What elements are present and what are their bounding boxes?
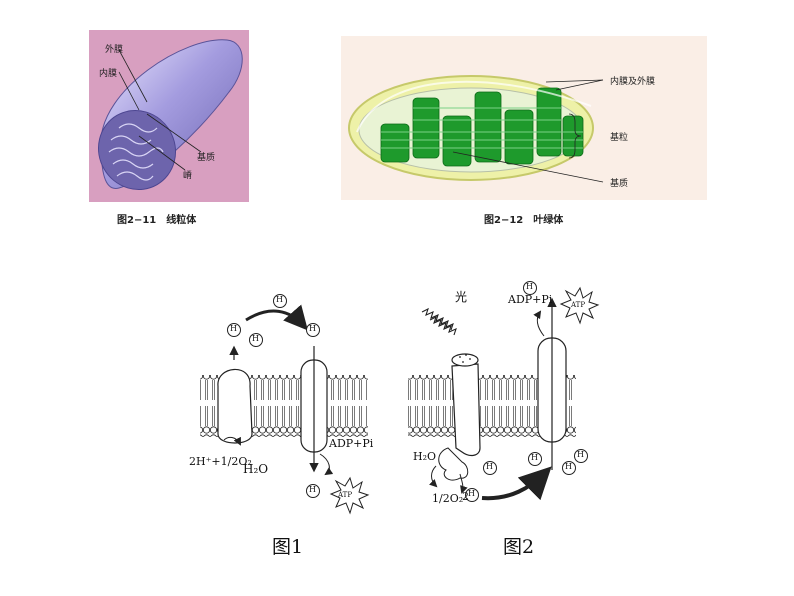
fig2-two: 2: [462, 490, 469, 503]
stroma-label: 基质: [610, 179, 629, 189]
mitochondrion-caption: 图2−11 线粒体: [117, 211, 206, 226]
fig2-h-plus: H: [565, 462, 572, 471]
fig2-atp: ATP: [571, 301, 586, 309]
chloroplast-illustration: [348, 75, 604, 183]
fig1-water: H₂O: [243, 462, 269, 476]
inner-membrane-label: 内膜: [99, 69, 118, 79]
fig2-water: H₂O: [413, 450, 437, 463]
grana-label: 基粒: [610, 133, 629, 143]
mitochondrion-panel: 外膜 内膜 基质 嵴: [89, 30, 249, 202]
mitochondrion-illustration: [97, 39, 243, 191]
fig1-atp: ATP: [338, 491, 353, 499]
fig2-title: 图2: [503, 536, 535, 558]
chloroplast-caption: 图2−12 叶绿体: [484, 211, 573, 226]
fig2-h-plus: H: [526, 282, 533, 291]
fig1-proton-pump: [217, 368, 253, 444]
caption-number: 图2−11: [117, 215, 157, 226]
fig1-equation: 2H⁺+1/2O₂: [189, 455, 252, 468]
caption-text: 叶绿体: [533, 215, 564, 226]
membranes-label: 内膜及外膜: [610, 77, 656, 87]
cristae-label: 嵴: [183, 171, 193, 181]
outer-membrane-label: 外膜: [105, 45, 124, 55]
chloroplast-panel: 内膜及外膜 基粒 基质: [341, 36, 707, 200]
caption-number: 图2−12: [484, 215, 524, 226]
fig2-oxygen: 1/2O₂: [432, 492, 464, 505]
fig2-adp: ADP+Pi: [508, 293, 553, 306]
fig2-light: 光: [455, 290, 468, 304]
matrix-label: 基质: [197, 153, 216, 163]
fig1-adp: ADP+Pi: [329, 437, 374, 450]
fig2-photosystem: [451, 363, 481, 457]
fig1-h-plus: H: [309, 485, 316, 494]
fig1-h-plus: H: [276, 295, 283, 304]
fig1-h-plus: H: [252, 334, 259, 343]
fig2-h-plus: H: [486, 462, 493, 471]
fig2-h-plus: H: [468, 489, 475, 498]
fig1-h-plus: H: [230, 324, 237, 333]
fig1-h-plus: H: [309, 324, 316, 333]
fig1-title: 图1: [272, 536, 304, 558]
fig2-h-plus: H: [577, 450, 584, 459]
fig2-h-plus: H: [531, 453, 538, 462]
caption-text: 线粒体: [166, 215, 197, 226]
